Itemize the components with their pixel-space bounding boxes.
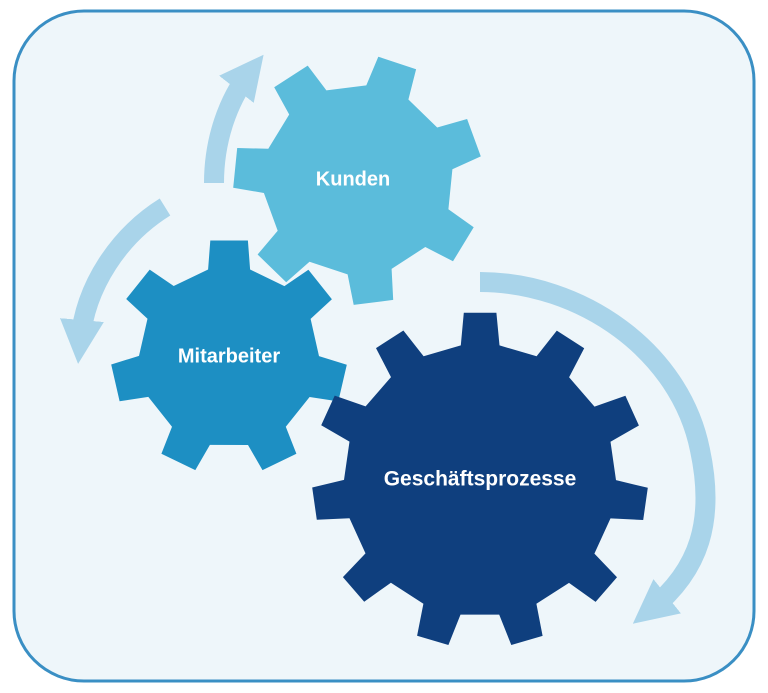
cycle-arrow-right bbox=[479, 272, 716, 624]
gear-kunden-shape bbox=[233, 56, 481, 305]
cycle-arrow-top bbox=[204, 54, 264, 184]
cycle-arrow-left bbox=[60, 198, 171, 364]
gear-mitarbeiter-label: Mitarbeiter bbox=[178, 345, 280, 367]
gear-geschaeftsprozesse: Geschäftsprozesse bbox=[312, 312, 648, 645]
gear-geschaeftsprozesse-label: Geschäftsprozesse bbox=[384, 468, 577, 491]
gear-geschaeftsprozesse-shape bbox=[312, 312, 648, 645]
gear-kunden: Kunden bbox=[233, 56, 481, 305]
gear-mitarbeiter-shape bbox=[111, 240, 347, 471]
gear-mitarbeiter: Mitarbeiter bbox=[111, 240, 347, 471]
gear-kunden-label: Kunden bbox=[316, 168, 390, 190]
